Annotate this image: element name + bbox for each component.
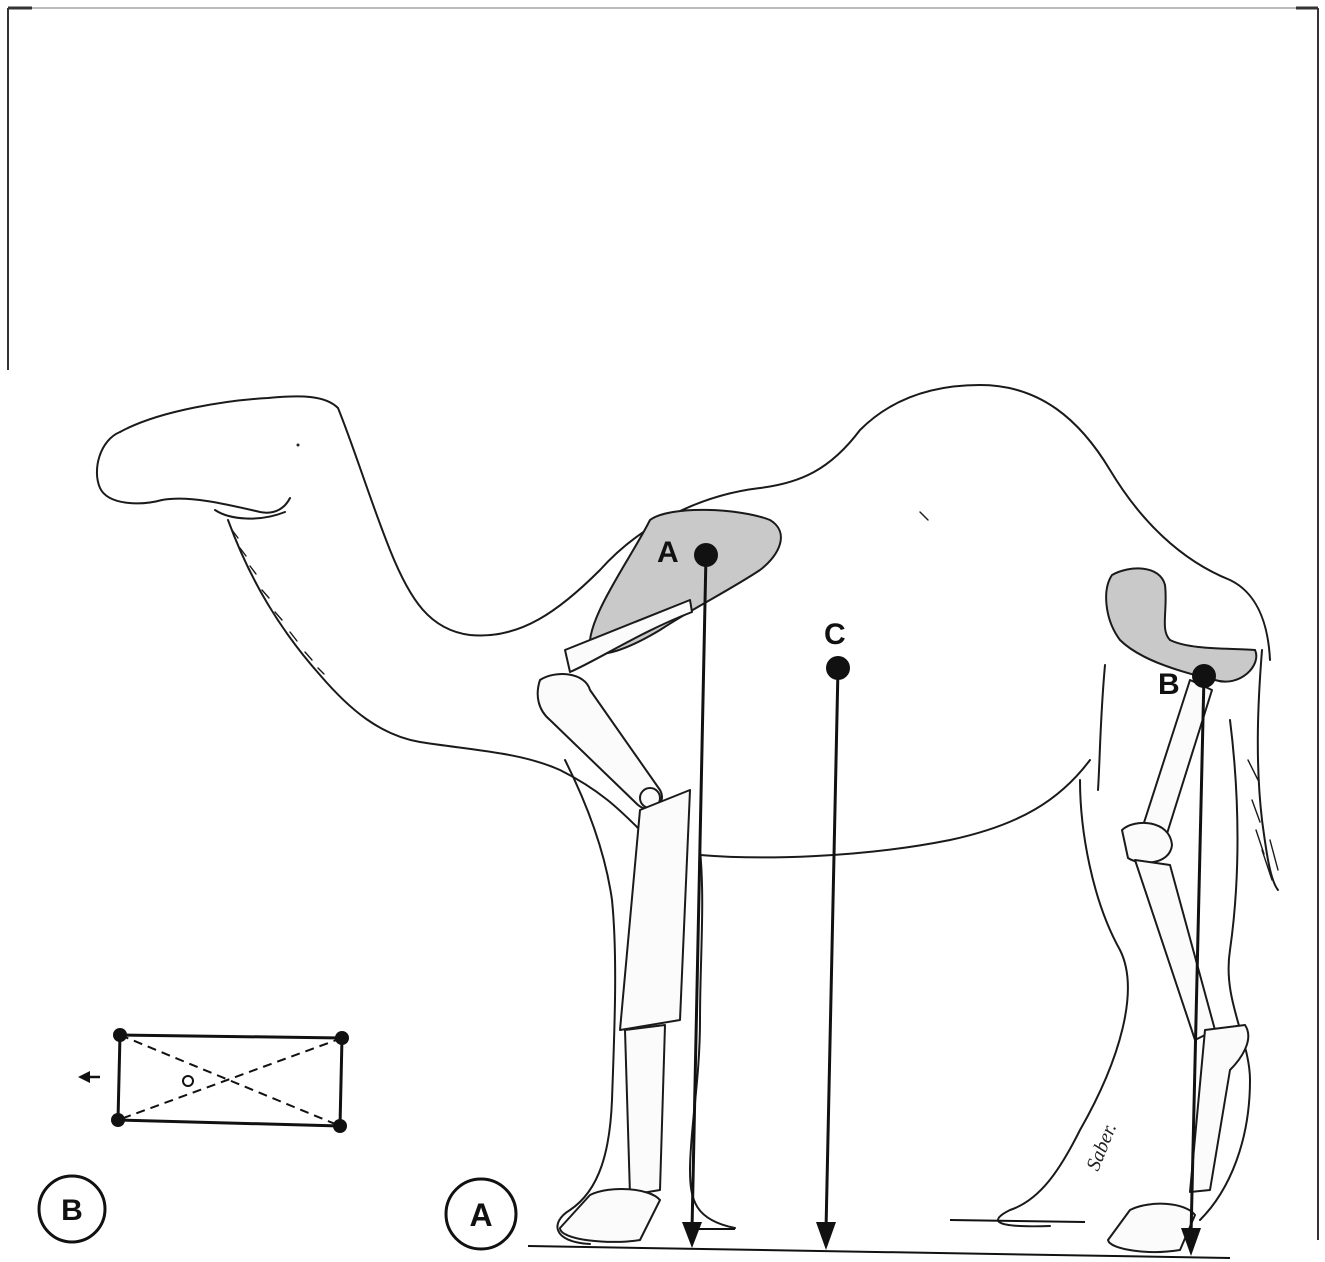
gravity-line-c (816, 668, 838, 1250)
panel-a-label: A (469, 1197, 492, 1233)
point-c-marker (826, 656, 850, 680)
support-rectangle-inset (78, 1028, 349, 1133)
hind-leg (998, 568, 1256, 1252)
panel-a-badge: A (446, 1179, 516, 1249)
point-b-label: B (1158, 668, 1180, 701)
panel-b-label: B (61, 1194, 83, 1227)
point-c-label: C (824, 618, 846, 651)
panel-b-badge: B (39, 1176, 105, 1242)
front-leg (538, 510, 781, 1244)
direction-arrow-icon (78, 1071, 90, 1083)
point-a-marker (694, 543, 718, 567)
point-b-marker (1192, 664, 1216, 688)
center-of-gravity-dot (183, 1076, 193, 1086)
artist-signature: Saber. (1082, 1120, 1121, 1174)
pelvis (1106, 568, 1256, 681)
point-a-label: A (657, 536, 679, 569)
